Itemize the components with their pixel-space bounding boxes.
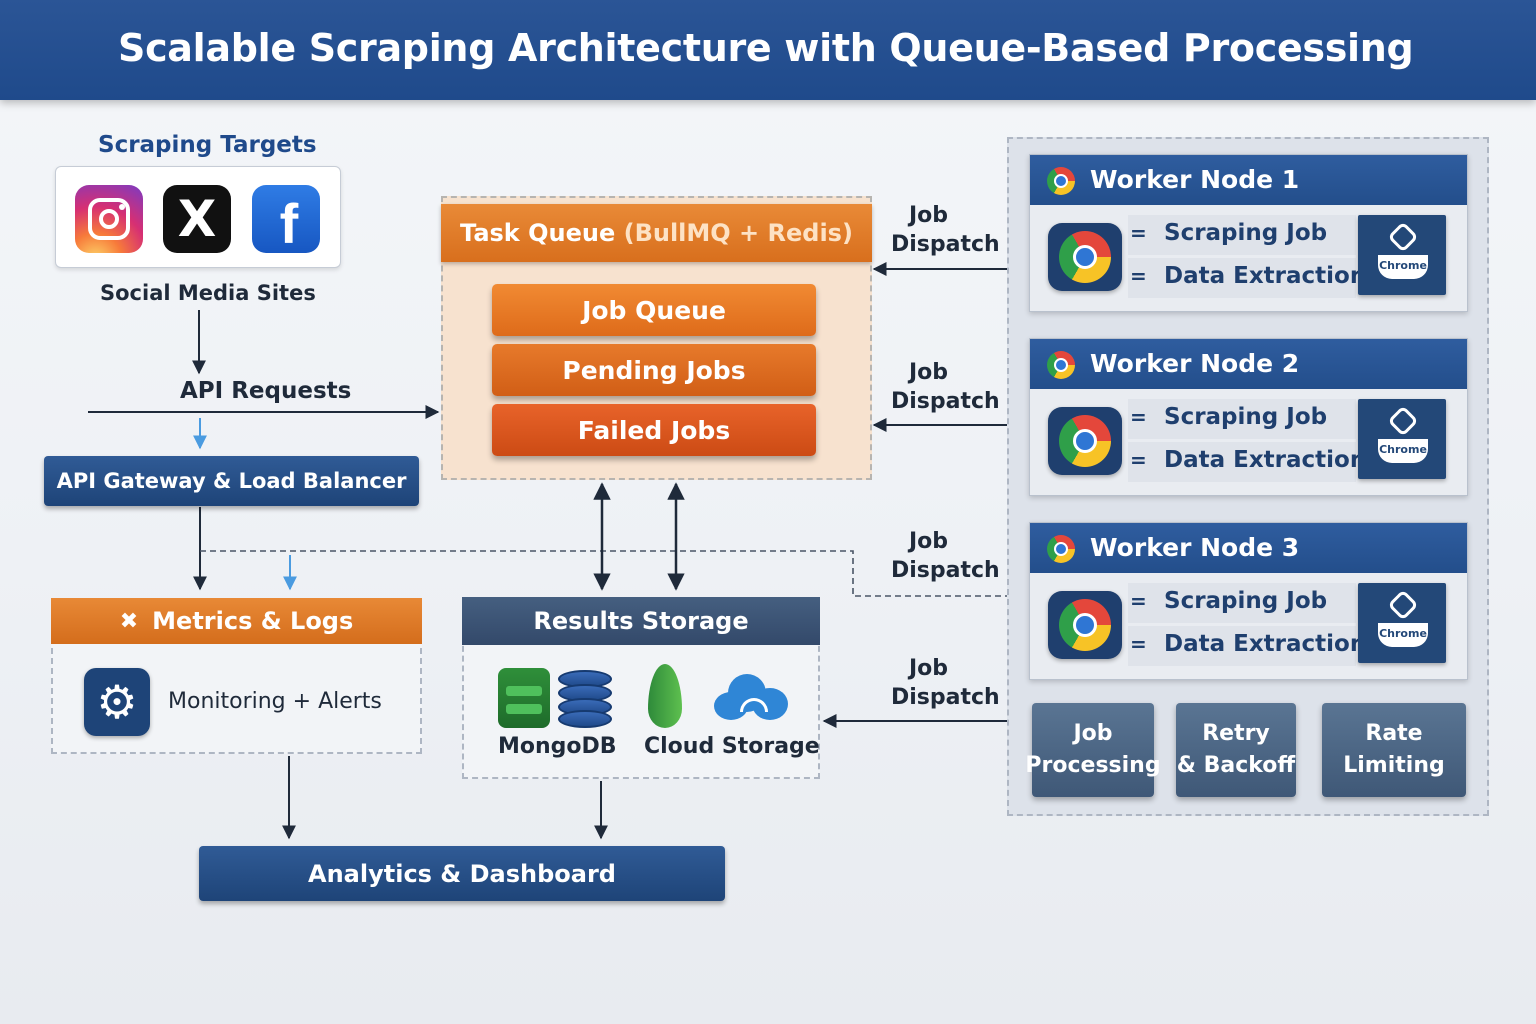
- task-label: Scraping Job: [1164, 588, 1328, 614]
- menu-icon: =: [1130, 589, 1147, 613]
- process-line1: Job: [1073, 721, 1113, 746]
- gear-icon: ⚙: [84, 668, 150, 736]
- facebook-glyph: f: [279, 192, 299, 255]
- metrics-title: Metrics & Logs: [152, 607, 354, 635]
- headless-chrome-icon: Chrome: [1358, 583, 1446, 663]
- worker-title: Worker Node 2: [1090, 349, 1300, 378]
- scraping-job-row: = Scraping Job: [1128, 215, 1356, 255]
- retry-backoff-box[interactable]: Retry & Backoff: [1176, 703, 1296, 797]
- process-line1: Rate: [1365, 721, 1423, 746]
- cloud-storage-label: Cloud Storage: [644, 734, 820, 759]
- data-extraction-row: = Data Extraction: [1128, 442, 1366, 482]
- process-line2: Processing: [1025, 753, 1161, 778]
- worker-title: Worker Node 1: [1090, 165, 1300, 194]
- targets-title: Scraping Targets: [98, 132, 317, 158]
- mongodb-leaf-icon: [648, 664, 682, 728]
- chrome-icon: [1048, 223, 1122, 291]
- dispatch-label-2: Job Dispatch: [891, 358, 1000, 416]
- dispatch-line1: Job: [909, 203, 949, 228]
- results-storage-header[interactable]: Results Storage: [462, 597, 820, 645]
- targets-panel: X f: [55, 166, 341, 268]
- rate-limiting-box[interactable]: Rate Limiting: [1322, 703, 1466, 797]
- header-bar: [0, 0, 1536, 100]
- process-line2: & Backoff: [1176, 753, 1296, 778]
- headless-chrome-icon: Chrome: [1358, 399, 1446, 479]
- pending-jobs-item[interactable]: Pending Jobs: [492, 344, 816, 396]
- chrome-icon: [1047, 535, 1075, 563]
- worker-node-1[interactable]: Worker Node 1 = Scraping Job = Data Extr…: [1029, 154, 1468, 312]
- monitoring-label: Monitoring + Alerts: [168, 689, 382, 714]
- chrome-icon: [1047, 351, 1075, 379]
- chrome-icon: [1048, 591, 1122, 659]
- task-queue-subtitle: (BullMQ + Redis): [623, 219, 853, 247]
- database-icon: [558, 670, 612, 728]
- process-line2: Limiting: [1343, 753, 1445, 778]
- chrome-badge-label: Chrome: [1378, 255, 1428, 279]
- task-label: Data Extraction: [1164, 447, 1367, 473]
- api-requests-label: API Requests: [180, 378, 352, 404]
- analytics-dashboard-box[interactable]: Analytics & Dashboard: [199, 846, 725, 901]
- task-label: Data Extraction: [1164, 631, 1367, 657]
- task-queue-title: Task Queue: [460, 219, 616, 247]
- menu-icon: =: [1130, 632, 1147, 656]
- headless-chrome-icon: Chrome: [1358, 215, 1446, 295]
- scraping-job-row: = Scraping Job: [1128, 399, 1356, 439]
- menu-icon: =: [1130, 405, 1147, 429]
- metrics-header[interactable]: ✖ Metrics & Logs: [51, 598, 422, 644]
- social-media-label: Social Media Sites: [100, 281, 316, 305]
- menu-icon: =: [1130, 448, 1147, 472]
- task-label: Data Extraction: [1164, 263, 1367, 289]
- dispatch-line2: Dispatch: [891, 389, 1000, 414]
- data-extraction-row: = Data Extraction: [1128, 258, 1366, 298]
- chrome-badge-label: Chrome: [1378, 439, 1428, 463]
- chrome-icon: [1047, 167, 1075, 195]
- dispatch-label-4: Job Dispatch: [891, 654, 1000, 712]
- worker-header: Worker Node 3: [1030, 523, 1467, 573]
- dispatch-line2: Dispatch: [891, 558, 1000, 583]
- worker-node-2[interactable]: Worker Node 2 = Scraping Job = Data Extr…: [1029, 338, 1468, 496]
- dispatch-line2: Dispatch: [891, 232, 1000, 257]
- worker-header: Worker Node 1: [1030, 155, 1467, 205]
- worker-header: Worker Node 2: [1030, 339, 1467, 389]
- tools-icon: ✖: [119, 608, 139, 634]
- dispatch-line2: Dispatch: [891, 685, 1000, 710]
- worker-title: Worker Node 3: [1090, 533, 1300, 562]
- task-queue-header[interactable]: Task Queue (BullMQ + Redis): [441, 204, 872, 262]
- x-icon[interactable]: X: [163, 185, 231, 253]
- dispatch-line1: Job: [909, 656, 949, 681]
- menu-icon: =: [1130, 264, 1147, 288]
- failed-jobs-item[interactable]: Failed Jobs: [492, 404, 816, 456]
- chrome-icon: [1048, 407, 1122, 475]
- menu-icon: =: [1130, 221, 1147, 245]
- task-label: Scraping Job: [1164, 404, 1328, 430]
- dispatch-line1: Job: [909, 529, 949, 554]
- scraping-job-row: = Scraping Job: [1128, 583, 1356, 623]
- page-title: Scalable Scraping Architecture with Queu…: [118, 26, 1414, 70]
- data-extraction-row: = Data Extraction: [1128, 626, 1366, 666]
- dispatch-line1: Job: [909, 360, 949, 385]
- instagram-icon[interactable]: [75, 185, 143, 253]
- chrome-badge-label: Chrome: [1378, 623, 1428, 647]
- dispatch-label-1: Job Dispatch: [891, 201, 1000, 259]
- job-queue-item[interactable]: Job Queue: [492, 284, 816, 336]
- api-gateway-box[interactable]: API Gateway & Load Balancer: [44, 456, 419, 506]
- cloud-icon: [714, 674, 788, 720]
- process-line1: Retry: [1202, 721, 1270, 746]
- mongodb-label: MongoDB: [498, 734, 617, 759]
- job-processing-box[interactable]: Job Processing: [1025, 703, 1161, 797]
- task-label: Scraping Job: [1164, 220, 1328, 246]
- dispatch-label-3: Job Dispatch: [891, 527, 1000, 585]
- database-server-icon: [498, 668, 550, 728]
- facebook-icon[interactable]: f: [252, 185, 320, 255]
- x-glyph: X: [177, 190, 217, 248]
- worker-node-3[interactable]: Worker Node 3 = Scraping Job = Data Extr…: [1029, 522, 1468, 680]
